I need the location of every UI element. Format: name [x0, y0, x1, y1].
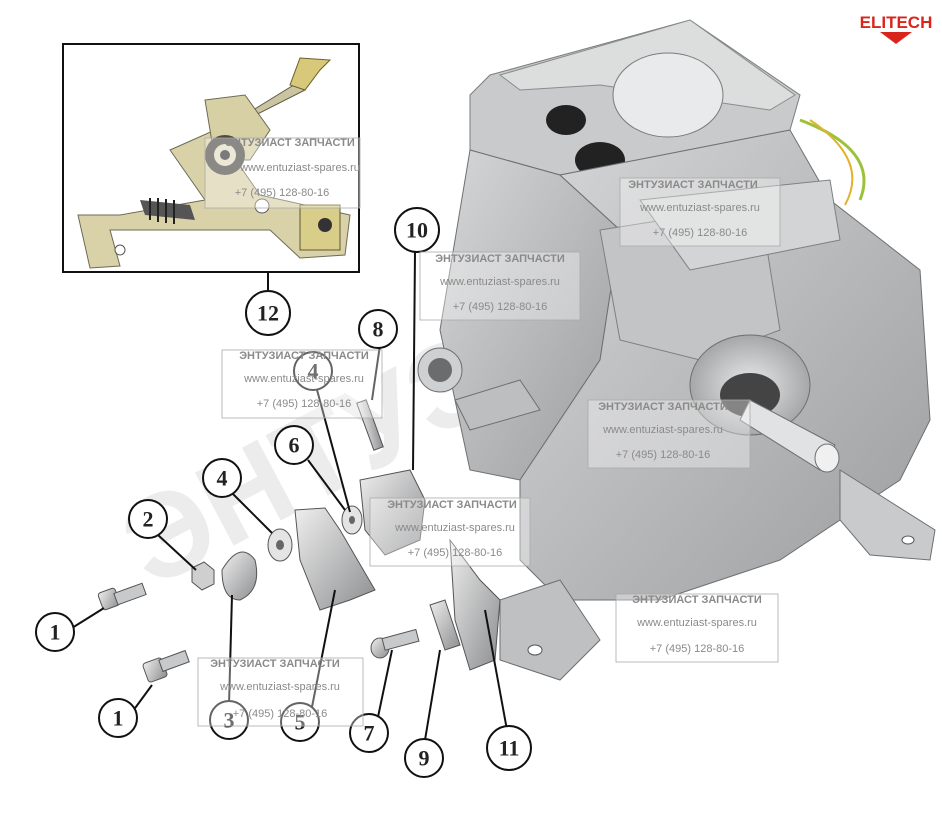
svg-text:+7 (495) 128-80-16: +7 (495) 128-80-16: [453, 301, 547, 313]
svg-text:ЭНТУЗИАСТ ЗАПЧАСТИ: ЭНТУЗИАСТ ЗАПЧАСТИ: [225, 137, 355, 149]
svg-text:+7 (495) 128-80-16: +7 (495) 128-80-16: [616, 449, 710, 461]
shop-watermarks: ЭНТУЗИАСТ ЗАПЧАСТИ www.entuziast-spares.…: [197, 137, 781, 727]
svg-text:5: 5: [295, 710, 306, 735]
part-bolts: [97, 399, 420, 683]
part-bracket-10: [359, 469, 426, 556]
svg-text:12: 12: [257, 301, 279, 326]
watermark-6: ЭНТУЗИАСТ ЗАПЧАСТИ www.entuziast-spares.…: [615, 593, 779, 663]
svg-text:ЭНТУЗИАСТ ЗАПЧАСТИ: ЭНТУЗИАСТ ЗАПЧАСТИ: [210, 658, 340, 670]
svg-text:www.entuziast-spares.ru: www.entuziast-spares.ru: [639, 202, 760, 214]
watermark-4: ЭНТУЗИАСТ ЗАПЧАСТИ www.entuziast-spares.…: [587, 399, 751, 469]
svg-text:ЭНТУЗИАСТ ЗАПЧАСТИ: ЭНТУЗИАСТ ЗАПЧАСТИ: [598, 401, 728, 413]
svg-text:ЭНТУЗИАСТ ЗАПЧАСТИ: ЭНТУЗИАСТ ЗАПЧАСТИ: [239, 350, 369, 362]
svg-text:9: 9: [419, 746, 430, 771]
svg-text:ЭНТУЗИАСТ ЗАПЧАСТИ: ЭНТУЗИАСТ ЗАПЧАСТИ: [628, 179, 758, 191]
svg-text:ЭНТУЗИАСТ ЗАПЧАСТИ: ЭНТУЗИАСТ ЗАПЧАСТИ: [435, 253, 565, 265]
watermark-5: ЭНТУЗИАСТ ЗАПЧАСТИ www.entuziast-spares.…: [369, 497, 531, 567]
callout-6: 6: [274, 425, 314, 465]
svg-text:1: 1: [113, 706, 124, 731]
part-bracket-5: [294, 507, 376, 611]
svg-text:+7 (495) 128-80-16: +7 (495) 128-80-16: [408, 547, 502, 559]
svg-text:www.entuziast-spares.ru: www.entuziast-spares.ru: [219, 681, 340, 693]
elitech-logo: ELITECH: [860, 13, 933, 44]
svg-text:+7 (495) 128-80-16: +7 (495) 128-80-16: [650, 643, 744, 655]
pin-8: [356, 399, 384, 451]
callout-4b: 4: [293, 351, 333, 391]
callout-1b: 1: [98, 698, 138, 738]
svg-text:www.entuziast-spares.ru: www.entuziast-spares.ru: [439, 276, 560, 288]
svg-text:www.entuziast-spares.ru: www.entuziast-spares.ru: [239, 162, 360, 174]
engine-block: [417, 19, 936, 681]
part-nut-2: [191, 561, 215, 591]
svg-text:3: 3: [224, 708, 235, 733]
leader-lines: [71, 251, 508, 741]
part-lever-9: [429, 599, 461, 651]
bolt-1a: [97, 582, 147, 611]
svg-text:ЭНТУЗИАСТ ЗАПЧАСТИ: ЭНТУЗИАСТ ЗАПЧАСТИ: [387, 499, 517, 511]
svg-text:+7 (495) 128-80-16: +7 (495) 128-80-16: [653, 227, 747, 239]
part-washers-4: [267, 505, 363, 562]
svg-text:4: 4: [308, 359, 319, 384]
svg-text:11: 11: [499, 736, 520, 761]
watermark-7: ЭНТУЗИАСТ ЗАПЧАСТИ www.entuziast-spares.…: [197, 657, 364, 727]
inset-panel: [62, 43, 360, 290]
svg-text:www.entuziast-spares.ru: www.entuziast-spares.ru: [636, 617, 757, 629]
callout-9: 9: [404, 738, 444, 778]
watermark-1: ЭНТУЗИАСТ ЗАПЧАСТИ www.entuziast-spares.…: [619, 177, 781, 247]
callout-7: 7: [349, 713, 389, 753]
bolt-1b: [142, 649, 190, 683]
svg-text:www.entuziast-spares.ru: www.entuziast-spares.ru: [394, 522, 515, 534]
watermark-0: ЭНТУЗИАСТ ЗАПЧАСТИ www.entuziast-spares.…: [204, 137, 361, 209]
svg-text:ЭНТУЗИАСТ ЗАПЧАСТИ: ЭНТУЗИАСТ ЗАПЧАСТИ: [632, 594, 762, 606]
svg-text:4: 4: [217, 466, 228, 491]
callouts: 1 1 2 3 4 4 5 6 7 8 9 10 11 12: [35, 207, 532, 778]
watermark-2: ЭНТУЗИАСТ ЗАПЧАСТИ www.entuziast-spares.…: [419, 251, 581, 321]
callout-12: 12: [245, 290, 291, 336]
svg-text:10: 10: [406, 218, 428, 243]
callout-10: 10: [394, 207, 440, 253]
svg-text:+7 (495) 128-80-16: +7 (495) 128-80-16: [233, 708, 327, 720]
callout-3: 3: [209, 700, 249, 740]
callout-8: 8: [358, 309, 398, 349]
bolt-7: [370, 628, 420, 659]
callout-2: 2: [128, 499, 168, 539]
svg-text:www.entuziast-spares.ru: www.entuziast-spares.ru: [602, 424, 723, 436]
watermark-3: ЭНТУЗИАСТ ЗАПЧАСТИ www.entuziast-spares.…: [221, 349, 383, 419]
callout-4a: 4: [202, 458, 242, 498]
svg-text:+7 (495) 128-80-16: +7 (495) 128-80-16: [257, 398, 351, 410]
svg-text:6: 6: [289, 433, 300, 458]
svg-text:www.entuziast-spares.ru: www.entuziast-spares.ru: [243, 373, 364, 385]
svg-text:8: 8: [373, 317, 384, 342]
part-cam-3: [221, 551, 258, 601]
callout-11: 11: [486, 725, 532, 771]
svg-text:1: 1: [50, 620, 61, 645]
svg-text:ELITECH: ELITECH: [860, 13, 933, 32]
callout-1a: 1: [35, 612, 75, 652]
svg-text:+7 (495) 128-80-16: +7 (495) 128-80-16: [235, 187, 329, 199]
svg-text:7: 7: [364, 721, 375, 746]
callout-5: 5: [280, 702, 320, 742]
svg-text:2: 2: [143, 507, 154, 532]
